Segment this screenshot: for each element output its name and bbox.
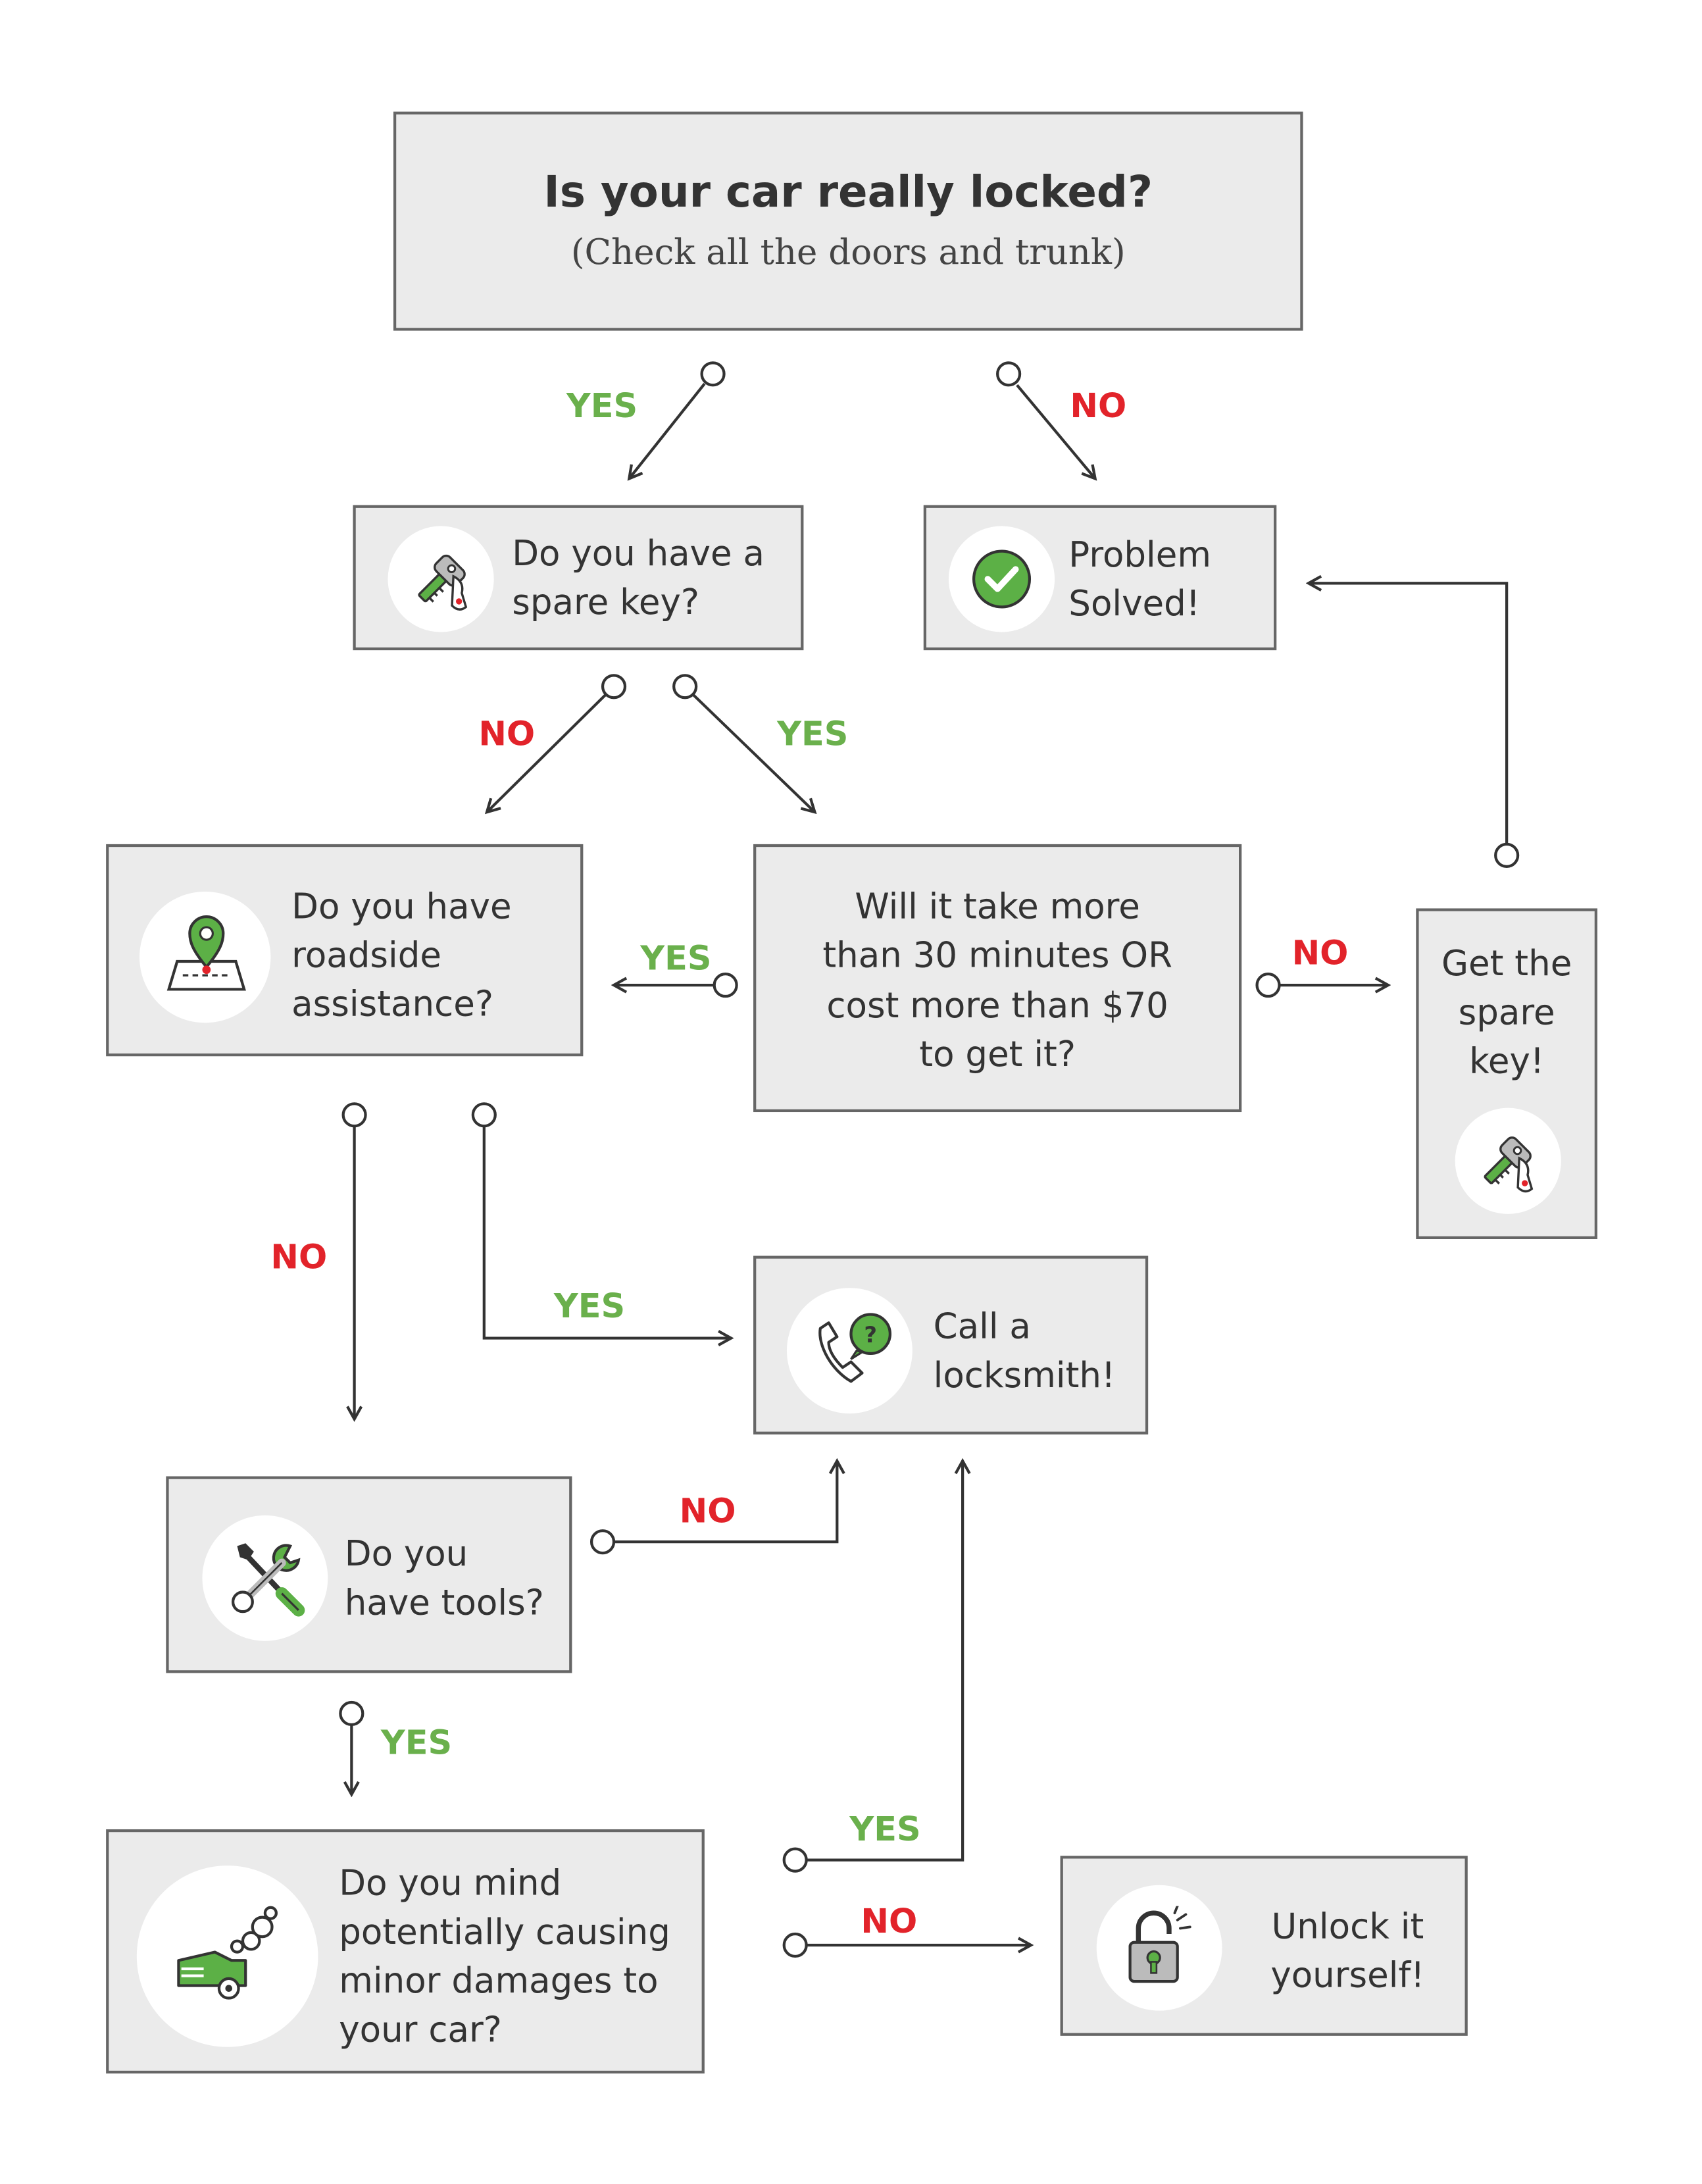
- label-tools-no: NO: [679, 1491, 736, 1531]
- locksmith-box: ? Call a locksmith!: [753, 1256, 1149, 1435]
- map-pin-icon: [166, 915, 246, 991]
- arrow-spare-no: [487, 694, 607, 812]
- connector-dot: [339, 1700, 364, 1727]
- unlock-icon: [1128, 1906, 1191, 1983]
- solved-box: Problem Solved!: [923, 505, 1277, 651]
- label-roadside-yes: YES: [553, 1286, 626, 1326]
- icon-circle: [136, 1866, 318, 2047]
- arrow-damage-yes: [806, 1461, 963, 1862]
- connector-dot: [713, 972, 738, 998]
- roadside-line1: Do you have: [291, 886, 512, 927]
- key-icon: [418, 554, 468, 611]
- label-spare-no: NO: [478, 714, 536, 754]
- label-cost-no: NO: [1291, 933, 1349, 973]
- checkmark-icon: [972, 549, 1032, 609]
- spare-key-line1: Do you have a: [512, 533, 765, 574]
- connector-dot: [996, 361, 1022, 387]
- damage-box: Do you mind potentially causing minor da…: [106, 1829, 705, 2074]
- spare-key-box: Do you have a spare key?: [353, 505, 804, 651]
- unlock-line1: Unlock it: [1271, 1906, 1424, 1947]
- unlock-line2: yourself!: [1270, 1954, 1425, 1996]
- solved-line2: Solved!: [1068, 583, 1201, 624]
- label-start-no: NO: [1070, 386, 1127, 426]
- arrow-get-spare-solved: [1309, 583, 1509, 844]
- arrow-spare-yes: [692, 694, 814, 812]
- connector-dot: [1494, 842, 1520, 868]
- roadside-line3: assistance?: [291, 983, 494, 1025]
- connector-dot: [341, 1102, 367, 1128]
- start-question: Is your car really locked?: [543, 167, 1153, 218]
- tools-line2: have tools?: [344, 1582, 544, 1623]
- unlock-box: Unlock it yourself!: [1060, 1856, 1468, 2036]
- start-hint: (Check all the doors and trunk): [570, 232, 1126, 272]
- get-spare-line1: Get the: [1441, 943, 1572, 984]
- tools-box: Do you have tools?: [166, 1476, 572, 1673]
- label-tools-yes: YES: [380, 1723, 453, 1763]
- key-icon: [1484, 1136, 1534, 1193]
- get-spare-line3: key!: [1469, 1040, 1545, 1082]
- tools-icon: [232, 1543, 305, 1617]
- connector-dot: [1255, 972, 1281, 998]
- label-cost-yes: YES: [640, 939, 712, 978]
- arrow-tools-no: [614, 1461, 837, 1544]
- arrow-start-no: [1016, 384, 1095, 478]
- connector-dot: [700, 361, 726, 387]
- label-start-yes: YES: [566, 386, 638, 426]
- connector-dot: [782, 1847, 808, 1873]
- damage-line4: your car?: [339, 2009, 502, 2050]
- icon-circle: [786, 1288, 913, 1414]
- svg-text:?: ?: [864, 1322, 877, 1348]
- cost-line1: Will it take more: [855, 886, 1140, 927]
- roadside-line2: roadside: [291, 934, 442, 976]
- locksmith-line1: Call a: [933, 1306, 1031, 1347]
- roadside-box: Do you have roadside assistance?: [106, 844, 584, 1057]
- damage-line2: potentially causing: [339, 1912, 670, 1952]
- connector-dot: [672, 674, 698, 699]
- get-spare-box: Get the spare key!: [1416, 908, 1597, 1240]
- arrow-roadside-yes: [482, 1126, 731, 1338]
- get-spare-line2: spare: [1458, 992, 1555, 1033]
- connector-dot: [471, 1102, 497, 1128]
- cost-line4: to get it?: [919, 1034, 1076, 1075]
- connector-dot: [601, 674, 627, 699]
- spare-key-line2: spare key?: [512, 582, 700, 622]
- arrow-start-yes: [629, 382, 706, 478]
- label-roadside-no: NO: [270, 1237, 328, 1277]
- cost-line2: than 30 minutes OR: [822, 934, 1172, 976]
- label-damage-no: NO: [861, 1902, 918, 1941]
- cost-line3: cost more than $70: [826, 985, 1168, 1026]
- damage-line1: Do you mind: [339, 1862, 562, 1904]
- phone-question-icon: ?: [818, 1313, 891, 1383]
- connector-dot: [782, 1932, 808, 1958]
- label-damage-yes: YES: [849, 1810, 921, 1849]
- connector-dot: [589, 1529, 616, 1555]
- locksmith-line2: locksmith!: [933, 1355, 1116, 1396]
- damage-line3: minor damages to: [339, 1960, 659, 2001]
- label-spare-yes: YES: [777, 714, 849, 754]
- tools-line1: Do you: [344, 1533, 468, 1574]
- solved-line1: Problem: [1068, 534, 1212, 575]
- cost-question-box: Will it take more than 30 minutes OR cos…: [753, 844, 1242, 1113]
- start-question-box: Is your car really locked? (Check all th…: [393, 111, 1303, 331]
- car-smoke-icon: [177, 1906, 278, 2000]
